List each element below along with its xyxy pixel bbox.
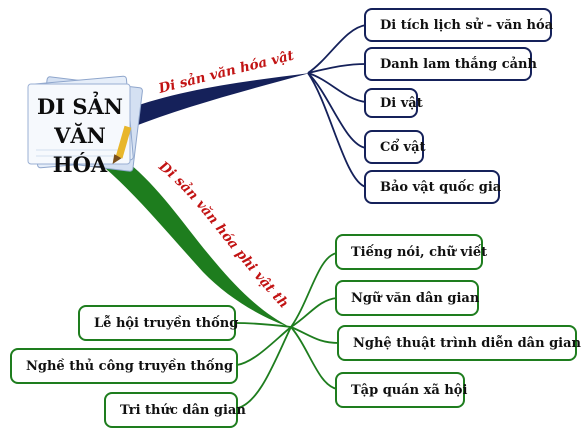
node-label: Di vật [380, 95, 423, 111]
branch-intangible-connectors [234, 252, 340, 409]
node-danh-lam-thang-canh: Danh lam thắng cảnh [364, 47, 537, 81]
node-ngu-van-dan-gian: Ngữ văn dân gian [335, 280, 479, 316]
node-nghe-thu-cong-truyen-thong: Nghề thủ công truyền thống [10, 348, 238, 384]
pencil-icon [112, 125, 132, 164]
node-label: Bảo vật quốc gia [380, 179, 502, 195]
node-bao-vat-quoc-gia: Bảo vật quốc gia [364, 170, 502, 204]
node-label: Tập quán xã hội [351, 382, 468, 398]
node-tieng-noi-chu-viet: Tiếng nói, chữ viết [335, 234, 487, 270]
node-label: Nghệ thuật trình diễn dân gian [353, 335, 581, 351]
node-label: Nghề thủ công truyền thống [26, 358, 234, 374]
node-di-tich-lich-su-van-hoa: Di tích lịch sử - văn hóa [364, 8, 554, 42]
node-label: Di tích lịch sử - văn hóa [380, 17, 554, 33]
node-label: Cổ vật [380, 139, 426, 155]
branch-intangible-main [95, 140, 292, 328]
node-label: Tiếng nói, chữ viết [351, 244, 488, 260]
branch-tangible-connectors [307, 24, 367, 188]
central-topic: DI SẢN VĂN HÓA [26, 92, 134, 179]
node-tri-thuc-dan-gian: Tri thức dân gian [104, 392, 246, 428]
stacked-documents-pencil-icon [27, 75, 143, 172]
node-label: Lễ hội truyền thống [94, 315, 239, 331]
node-le-hoi-truyen-thong: Lễ hội truyền thống [78, 305, 239, 341]
branch-tangible-main [120, 73, 310, 130]
node-co-vat: Cổ vật [364, 130, 426, 164]
central-topic-line-1: DI SẢN [37, 94, 123, 119]
central-topic-line-2: VĂN HÓA [52, 123, 108, 177]
node-label: Ngữ văn dân gian [351, 290, 480, 306]
node-label: Tri thức dân gian [120, 402, 246, 418]
node-label: Danh lam thắng cảnh [380, 56, 537, 72]
node-di-vat: Di vật [364, 88, 423, 118]
node-tap-quan-xa-hoi: Tập quán xã hội [335, 372, 468, 408]
node-nghe-thuat-trinh-dien-dan-gian: Nghệ thuật trình diễn dân gian [337, 325, 581, 361]
